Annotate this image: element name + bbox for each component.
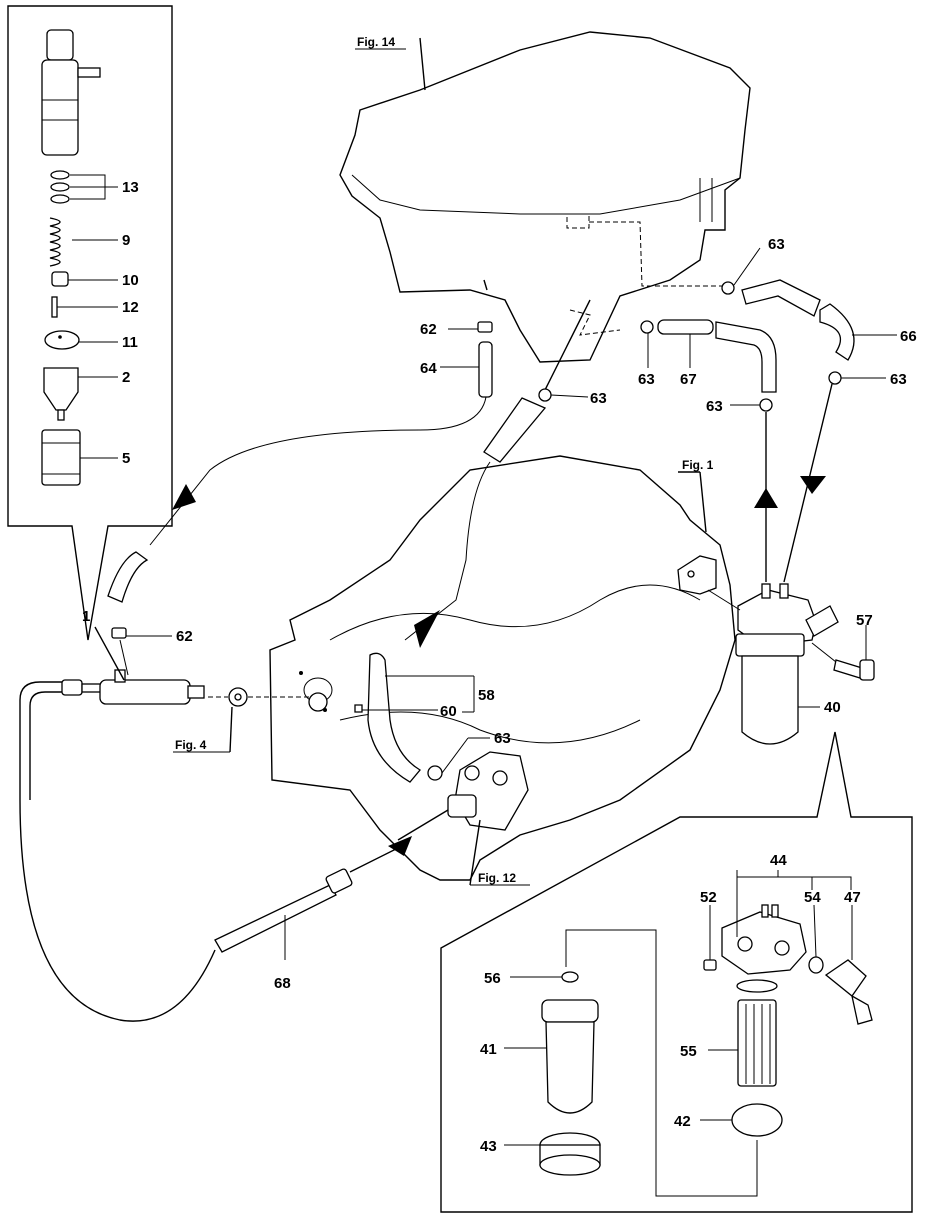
injector-icon <box>41 29 101 156</box>
label-64: 64 <box>420 360 437 377</box>
label-62-lower: 62 <box>176 628 193 645</box>
label-42: 42 <box>674 1113 691 1130</box>
label-10: 10 <box>122 272 139 289</box>
seat-icon <box>51 271 118 287</box>
label-63-left: 63 <box>638 371 655 388</box>
hose-to-pump <box>354 299 591 783</box>
hose-62-lower <box>107 551 172 676</box>
plate-icon <box>44 330 118 350</box>
engine-block-outline: Fig. 1 <box>269 455 736 881</box>
label-41: 41 <box>480 1041 497 1058</box>
label-13: 13 <box>122 179 139 196</box>
label-63-right: 63 <box>890 371 907 388</box>
filter-exploded-inset <box>440 731 913 1213</box>
fuel-pump-icon: Fig. 12 <box>388 751 530 886</box>
fig1-ref: Fig. 1 <box>682 458 714 472</box>
pipe-68 <box>214 847 399 960</box>
pin-icon <box>51 296 118 318</box>
label-67: 67 <box>680 371 697 388</box>
label-11: 11 <box>122 334 138 351</box>
injector-inset: 13 9 10 12 11 2 5 <box>7 5 173 641</box>
label-5: 5 <box>122 450 130 467</box>
label-66: 66 <box>900 328 917 345</box>
return-hoses <box>640 247 897 583</box>
label-55: 55 <box>680 1043 697 1060</box>
label-63-pump: 63 <box>494 730 511 747</box>
label-62-upper: 62 <box>420 321 437 338</box>
fig4-ref: Fig. 4 <box>175 738 207 752</box>
nut-icon <box>41 429 118 486</box>
injector-side-view: Fig. 4 <box>19 626 328 1022</box>
label-52: 52 <box>700 889 717 906</box>
label-9: 9 <box>122 232 130 249</box>
spring-icon <box>49 217 118 267</box>
label-2: 2 <box>122 369 130 386</box>
label-57: 57 <box>856 612 873 629</box>
fuel-filter-icon <box>707 583 875 745</box>
shims-icon <box>50 170 118 204</box>
fig12-ref: Fig. 12 <box>478 871 516 885</box>
label-12: 12 <box>122 299 139 316</box>
label-40: 40 <box>824 699 841 716</box>
label-60: 60 <box>440 703 457 720</box>
label-63-tank: 63 <box>768 236 785 253</box>
label-54: 54 <box>804 889 821 906</box>
label-47: 47 <box>844 889 861 906</box>
hose-64 <box>149 279 493 546</box>
label-44: 44 <box>770 852 787 869</box>
label-63-mid: 63 <box>590 390 607 407</box>
label-63-return: 63 <box>706 398 723 415</box>
label-1: 1 <box>82 608 90 625</box>
label-68: 68 <box>274 975 291 992</box>
fuel-tank-outline: Fig. 14 <box>339 31 751 363</box>
label-58: 58 <box>478 687 495 704</box>
label-43: 43 <box>480 1138 497 1155</box>
fig14-ref: Fig. 14 <box>357 35 395 49</box>
nozzle-icon <box>43 367 118 421</box>
label-56: 56 <box>484 970 501 987</box>
